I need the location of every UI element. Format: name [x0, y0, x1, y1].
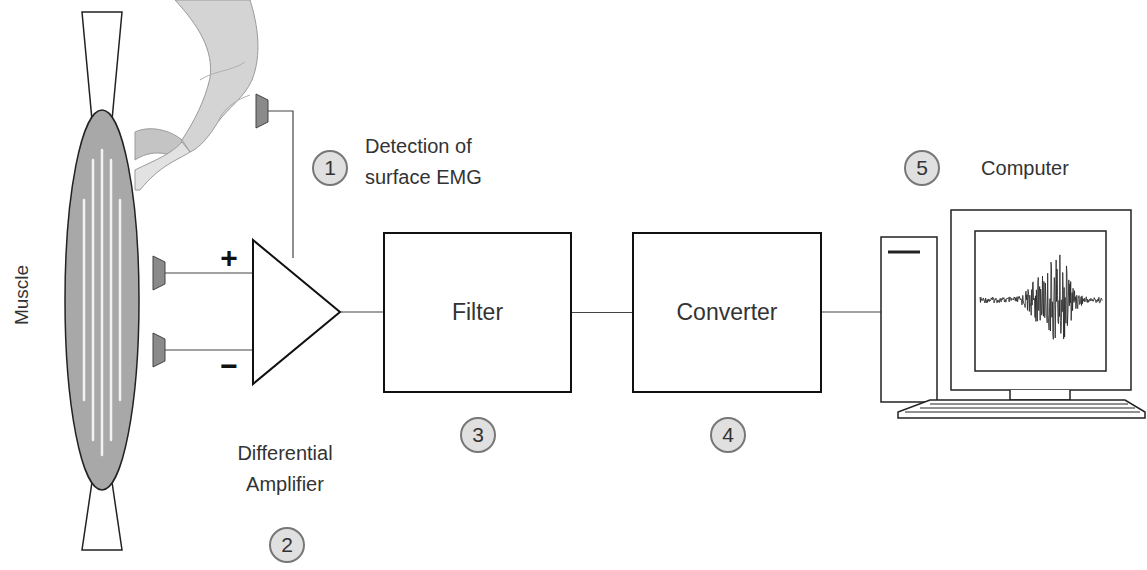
polarity-sign: −	[220, 343, 238, 390]
callout-number: 5	[916, 152, 928, 185]
box-label: Converter	[677, 299, 778, 326]
process-box: Converter	[632, 232, 822, 393]
callout-number: 4	[722, 419, 734, 452]
stage-label: Computer	[981, 153, 1069, 184]
muscle-illustration	[65, 12, 139, 550]
stage-label: Differential Amplifier	[210, 438, 360, 500]
stage-label: Detection of surface EMG	[365, 131, 515, 193]
bone-illustration	[135, 0, 258, 190]
polarity-sign: +	[220, 235, 238, 282]
connector-layer	[572, 312, 632, 313]
amplifier-triangle	[253, 240, 340, 384]
box-label: Filter	[452, 299, 503, 326]
emg-waveform	[980, 255, 1102, 339]
callout-number: 1	[324, 152, 336, 185]
electrode	[153, 94, 268, 367]
callout-number: 2	[281, 529, 293, 562]
muscle-label: Muscle	[7, 265, 36, 325]
computer-illustration	[881, 210, 1145, 418]
callout-circle	[270, 151, 939, 562]
process-box: Filter	[383, 232, 572, 393]
callout-number: 3	[472, 419, 484, 452]
